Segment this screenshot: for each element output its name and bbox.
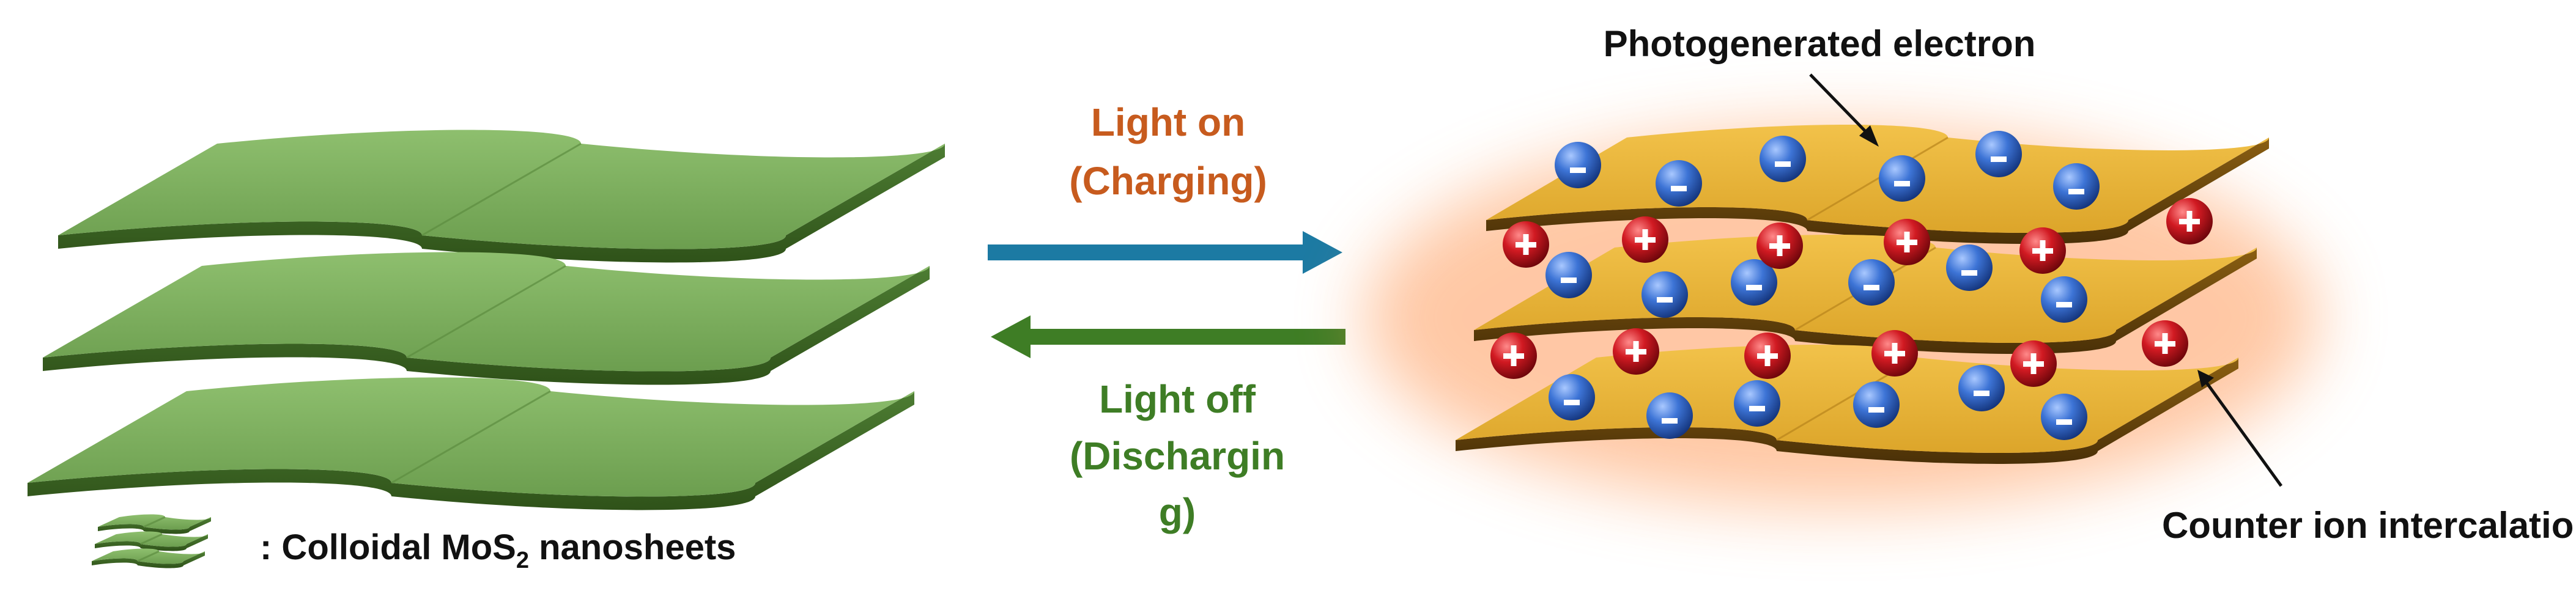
green-sheet-3-seam — [391, 390, 551, 484]
electron-minus-icon — [2053, 163, 2100, 210]
electron-minus-icon — [1958, 365, 2005, 411]
light-on-line1: Light on — [1091, 100, 1245, 144]
cation-plus-icon — [1490, 333, 1537, 379]
green-sheet-1 — [58, 130, 945, 263]
legend-mini-sheet-1-edge — [98, 517, 211, 534]
green-sheet-3 — [28, 377, 914, 510]
light-on-line2: (Charging) — [1069, 159, 1267, 203]
electron-minus-icon — [1975, 131, 2022, 177]
electron-minus-icon — [1848, 259, 1895, 306]
cation-plus-icon — [2166, 198, 2213, 244]
cation-plus-icon — [1871, 330, 1918, 377]
electron-minus-icon — [1760, 136, 1806, 182]
legend-mini-sheet-1 — [98, 514, 211, 534]
electron-minus-icon — [1646, 392, 1693, 439]
green-nanosheet-stack — [28, 130, 945, 510]
electron-minus-icon — [1879, 155, 1925, 202]
legend-text: : Colloidal MoS2 nanosheets — [260, 527, 736, 573]
charge-particles — [1490, 131, 2213, 440]
photogenerated-electron-pointer — [1809, 73, 1879, 147]
electron-minus-icon — [1656, 160, 1702, 207]
cation-plus-icon — [1756, 222, 1803, 269]
legend-mini-sheet-3-seam — [137, 550, 160, 562]
electron-minus-icon — [1549, 374, 1595, 421]
green-sheet-2 — [43, 252, 930, 385]
legend-mini-sheet-2-edge — [95, 534, 208, 551]
electron-minus-icon — [1853, 381, 1900, 428]
counter-ion-intercalation-label: Counter ion intercalation — [2162, 505, 2576, 546]
photogenerated-electron-label: Photogenerated electron — [1604, 23, 2036, 64]
light-off-label: Light off (Dischargin g) — [1070, 377, 1285, 534]
yellow-sheet-1-edge — [1486, 138, 2269, 244]
green-sheet-3-edge — [28, 391, 914, 510]
yellow-sheet-1-seam — [1807, 136, 1949, 221]
cation-plus-icon — [1503, 221, 1549, 268]
cation-plus-icon — [1613, 328, 1659, 375]
cation-plus-icon — [2010, 340, 2057, 387]
cation-plus-icon — [2019, 227, 2066, 274]
yellow-sheet-3-edge — [1456, 358, 2238, 464]
legend-mini-sheet-3 — [92, 548, 205, 568]
cation-plus-icon — [1744, 333, 1791, 379]
green-sheet-2-edge — [43, 266, 930, 385]
legend: : Colloidal MoS2 nanosheets — [92, 514, 736, 573]
electron-minus-icon — [1641, 271, 1688, 318]
legend-mini-sheet-3-edge — [92, 551, 205, 568]
electron-minus-icon — [2041, 394, 2087, 440]
charging-arrow — [988, 231, 1342, 274]
electron-minus-icon — [1946, 244, 1993, 291]
stacked-nanosheet-icon — [92, 514, 211, 568]
yellow-sheet-2-edge — [1474, 248, 2257, 354]
legend-mini-sheet-1-seam — [143, 516, 166, 528]
light-off-line3: g) — [1159, 490, 1196, 534]
green-sheet-2-seam — [406, 265, 566, 359]
counter-ion-pointer — [2197, 370, 2283, 487]
electron-minus-icon — [1731, 259, 1777, 306]
legend-mini-sheet-2-seam — [140, 533, 163, 545]
cation-plus-icon — [1622, 216, 1668, 263]
legend-suffix: nanosheets — [529, 527, 736, 567]
light-on-label: Light on (Charging) — [1069, 100, 1267, 203]
discharging-arrow — [991, 315, 1345, 358]
electron-minus-icon — [2041, 276, 2087, 323]
legend-prefix: : Colloidal MoS — [260, 527, 516, 567]
cation-plus-icon — [1884, 219, 1930, 265]
green-sheet-1-seam — [421, 142, 582, 237]
legend-subscript: 2 — [516, 548, 529, 573]
electron-minus-icon — [1734, 380, 1780, 427]
cation-plus-icon — [2142, 320, 2188, 367]
electron-minus-icon — [1555, 142, 1601, 188]
light-off-line2: (Dischargin — [1070, 434, 1285, 478]
legend-mini-sheet-2 — [95, 531, 208, 551]
green-sheet-1-edge — [58, 144, 945, 263]
light-off-line1: Light off — [1099, 377, 1256, 421]
electron-minus-icon — [1545, 252, 1592, 298]
